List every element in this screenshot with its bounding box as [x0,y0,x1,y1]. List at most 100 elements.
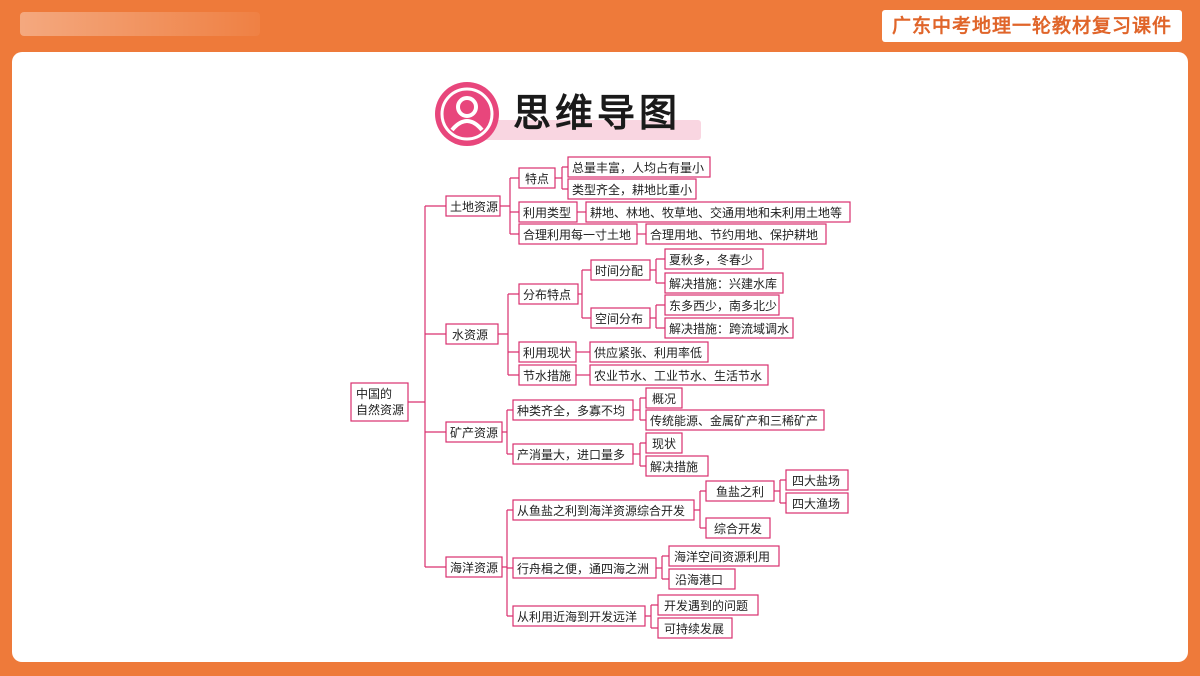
node-mineral-consumption: 产消量大，进口量多 [512,443,634,465]
node-mineral-consumption-item-2: 解决措施 [645,455,709,477]
node-ocean-fishsalt-item-1: 四大盐场 [785,469,849,491]
node-ocean-farsea-item-1: 开发遇到的问题 [657,594,759,616]
node-water-saving: 节水措施 [518,364,577,386]
node-land-use-item: 耕地、林地、牧草地、交通用地和未利用土地等 [585,201,851,223]
node-mineral-variety-item-2: 传统能源、金属矿产和三稀矿产 [645,409,825,431]
person-icon [435,82,499,146]
node-land-feature-item-1: 总量丰富，人均占有量小 [567,156,711,178]
node-ocean-shipping-item-1: 海洋空间资源利用 [668,545,780,567]
node-water-status: 利用现状 [518,341,577,363]
node-water-time-item-1: 夏秋多，冬春少 [664,248,764,270]
node-water-dist-label: 分布特点 [523,287,571,302]
node-root: 中国的 自然资源 [350,382,409,422]
node-land-rational: 合理利用每一寸土地 [518,223,638,245]
connector-ocean-fishsalt [774,479,786,504]
connector-water-space [650,304,665,329]
connector-ocean [502,509,513,617]
node-ocean-comprehensive-label: 综合开发 [714,521,762,536]
node-ocean-comprehensive: 综合开发 [705,517,771,539]
node-water-space: 空间分布 [590,307,651,329]
node-mineral-variety-label: 种类齐全，多寡不均 [517,403,625,418]
node-mineral-consumption-item-1-label: 现状 [652,437,676,451]
node-land-feature-item-1-label: 总量丰富，人均占有量小 [572,160,704,175]
connectors [408,166,786,629]
node-water-status-item: 供应紧张、利用率低 [589,341,709,363]
connector-mineral-consumption [633,442,646,467]
node-mineral-consumption-item-2-label: 解决措施 [650,460,698,474]
node-water-time: 时间分配 [590,259,651,281]
course-title: 广东中考地理一轮教材复习课件 [881,10,1182,42]
connector-land [500,177,519,235]
node-ocean-label: 海洋资源 [450,560,498,575]
node-ocean-fishsalt-item-2-label: 四大渔场 [792,497,840,511]
node-water-label: 水资源 [452,328,488,342]
node-water-saving-item: 农业节水、工业节水、生活节水 [589,364,769,386]
connector-ocean-farsea [645,604,658,629]
node-water-time-label: 时间分配 [595,264,643,278]
node-ocean: 海洋资源 [445,556,503,578]
node-mineral-variety: 种类齐全，多寡不均 [512,399,634,421]
node-ocean-farsea-item-1-label: 开发遇到的问题 [664,598,748,613]
page-title: 思维导图 [513,91,682,135]
node-land-rational-item-label: 合理用地、节约用地、保护耕地 [650,227,818,242]
node-land-feature: 特点 [518,167,556,189]
node-mineral-consumption-item-1: 现状 [645,432,683,454]
title-highlight [473,120,701,140]
node-land-use-label: 利用类型 [523,206,571,220]
node-land-feature-item-2-label: 类型齐全，耕地比重小 [572,182,692,197]
node-land-feature-label: 特点 [525,171,549,186]
node-ocean-shipping: 行舟楫之便，通四海之洲 [512,557,657,579]
node-ocean-farsea-label: 从利用近海到开发远洋 [517,609,637,624]
node-water-space-label: 空间分布 [595,312,643,326]
node-water-space-item-1-label: 东多西少，南多北少 [669,298,777,313]
connector-mineral [502,409,513,455]
node-ocean-fishsalt-item-1-label: 四大盐场 [792,474,840,488]
node-water-time-item-1-label: 夏秋多，冬春少 [669,252,753,267]
node-ocean-fishsalt: 鱼盐之利 [705,480,775,502]
root-line-1: 中国的 [356,386,392,401]
node-land-rational-label: 合理利用每一寸土地 [523,227,631,242]
node-ocean-dev-label: 从鱼盐之利到海洋资源综合开发 [517,503,685,518]
node-ocean-shipping-item-2-label: 沿海港口 [675,572,723,587]
node-ocean-fishsalt-label: 鱼盐之利 [716,485,764,499]
connector-ocean-dev [694,490,706,529]
node-water-space-item-2-label: 解决措施：跨流域调水 [669,322,789,336]
connector-ocean-shipping [656,555,669,580]
node-water-saving-item-label: 农业节水、工业节水、生活节水 [594,369,762,383]
connector-mineral-variety [633,397,646,421]
node-ocean-shipping-item-2: 沿海港口 [668,568,736,590]
node-ocean-fishsalt-item-2: 四大渔场 [785,492,849,514]
node-ocean-farsea: 从利用近海到开发远洋 [512,605,646,627]
connector-land-feature [555,166,568,190]
node-mineral: 矿产资源 [445,421,503,443]
node-land: 土地资源 [445,195,501,217]
connector-water-time [650,258,665,284]
node-land-feature-item-2: 类型齐全，耕地比重小 [567,178,697,200]
header-decoration [20,12,260,36]
connector-water [498,293,519,376]
node-mineral-variety-item-1: 概况 [645,387,683,409]
node-water-status-label: 利用现状 [523,346,571,360]
node-ocean-farsea-item-2: 可持续发展 [657,617,733,639]
node-water-saving-label: 节水措施 [523,369,571,383]
node-ocean-farsea-item-2-label: 可持续发展 [664,621,724,636]
node-water-status-item-label: 供应紧张、利用率低 [594,345,702,360]
node-mineral-variety-item-2-label: 传统能源、金属矿产和三稀矿产 [650,413,818,428]
title-block: 思维导图 [435,82,705,146]
node-ocean-shipping-label: 行舟楫之便，通四海之洲 [517,561,649,576]
node-land-use-item-label: 耕地、林地、牧草地、交通用地和未利用土地等 [590,205,842,220]
node-water-time-item-2-label: 解决措施：兴建水库 [669,276,777,291]
node-water-time-item-2: 解决措施：兴建水库 [664,272,784,294]
node-water-dist: 分布特点 [518,283,579,305]
node-land-use: 利用类型 [518,201,578,223]
node-mineral-variety-item-1-label: 概况 [652,392,676,406]
node-ocean-dev: 从鱼盐之利到海洋资源综合开发 [512,499,695,521]
node-land-rational-item: 合理用地、节约用地、保护耕地 [645,223,827,245]
node-mineral-label: 矿产资源 [450,426,498,440]
connector-root [408,205,446,568]
node-water: 水资源 [445,323,499,345]
node-mineral-consumption-label: 产消量大，进口量多 [517,448,625,462]
node-water-space-item-1: 东多西少，南多北少 [664,294,780,316]
node-water-space-item-2: 解决措施：跨流域调水 [664,317,794,339]
